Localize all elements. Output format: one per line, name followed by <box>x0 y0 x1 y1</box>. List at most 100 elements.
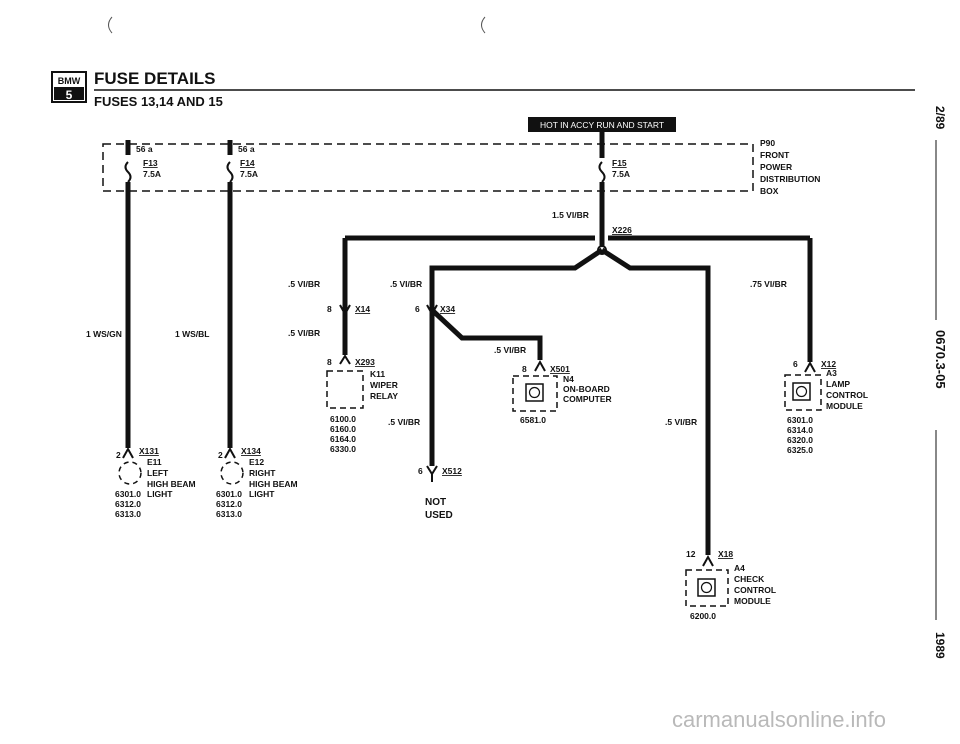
connector-x34-name: X34 <box>440 304 455 314</box>
power-box-line: DISTRIBUTION <box>760 174 820 184</box>
k11-wiper-relay-box <box>326 370 364 409</box>
wire-to-x501 <box>430 308 543 360</box>
lamp-icon <box>220 461 244 485</box>
a3-ref: 6320.0 <box>787 435 813 445</box>
k11-ref: 6160.0 <box>330 424 356 434</box>
e12-ref: 6313.0 <box>216 509 242 519</box>
not-used-label: NOT <box>425 497 446 508</box>
connector-x512-symbol <box>426 465 438 476</box>
connector-x131-name: X131 <box>139 446 159 456</box>
fuse-f15-rating: 7.5A <box>612 169 630 179</box>
connector-x14-symbol <box>339 304 351 317</box>
n4-on-board-computer-box <box>512 375 558 412</box>
wire-label: .5 VI/BR <box>288 328 320 338</box>
connector-x18-name: X18 <box>718 549 733 559</box>
connector-x512-name: X512 <box>442 466 462 476</box>
connector-x134-symbol <box>224 446 236 459</box>
n4-label: COMPUTER <box>563 394 612 404</box>
a4-label: A4 <box>734 563 745 573</box>
n4-label: N4 <box>563 374 574 384</box>
side-year: 1989 <box>933 632 947 659</box>
a3-lamp-control-module-box <box>784 374 822 411</box>
bmw-logo: BMW 5 <box>51 71 87 103</box>
a3-ref: 6314.0 <box>787 425 813 435</box>
power-distribution-box-outline <box>102 143 754 192</box>
k11-ref: 6164.0 <box>330 434 356 444</box>
e12-label: LIGHT <box>249 489 275 499</box>
fuse-f13-symbol <box>124 161 132 183</box>
side-page: 2/89 <box>933 106 947 130</box>
fuse-f13-pin: 56 a <box>136 144 153 154</box>
wire-label-1-5: 1.5 VI/BR <box>552 210 589 220</box>
e11-label: E11 <box>147 457 162 467</box>
k11-ref: 6100.0 <box>330 414 356 424</box>
e11-ref: 6313.0 <box>115 509 141 519</box>
scan-mark <box>108 16 113 34</box>
fuse-f15-name: F15 <box>612 158 627 168</box>
a4-check-control-module-box <box>685 569 729 607</box>
connector-x131-symbol <box>122 446 134 459</box>
connector-x12-name: X12 <box>821 359 836 369</box>
a3-ref: 6325.0 <box>787 445 813 455</box>
connector-x512-pin: 6 <box>418 466 423 476</box>
scan-mark <box>481 16 486 34</box>
a4-label: CONTROL <box>734 585 776 595</box>
a3-label: MODULE <box>826 401 863 411</box>
watermark: carmanualsonline.info <box>672 707 886 732</box>
fuse-f15-symbol <box>598 161 606 183</box>
connector-x293-pin: 8 <box>327 357 332 367</box>
lamp-icon <box>118 461 142 485</box>
e11-label: LIGHT <box>147 489 173 499</box>
e12-label: RIGHT <box>249 468 276 478</box>
wire-label-ws-bl: 1 WS/BL <box>175 329 209 339</box>
e11-ref: 6312.0 <box>115 499 141 509</box>
connector-x34-symbol <box>426 304 438 317</box>
wire-label: .5 VI/BR <box>388 417 420 427</box>
logo-text-top: BMW <box>58 76 81 86</box>
k11-label: K11 <box>370 369 385 379</box>
power-box-line: P90 <box>760 138 775 148</box>
connector-x18-symbol <box>702 554 714 567</box>
connector-x134-name: X134 <box>241 446 261 456</box>
e11-ref: 6301.0 <box>115 489 141 499</box>
e12-label: HIGH BEAM <box>249 479 298 489</box>
wire-label-ws-gn: 1 WS/GN <box>86 329 122 339</box>
hot-label: HOT IN ACCY RUN AND START <box>540 120 664 130</box>
fuse-f13-rating: 7.5A <box>143 169 161 179</box>
connector-x18-pin: 12 <box>686 549 696 559</box>
connector-x134-pin: 2 <box>218 450 223 460</box>
module-icon <box>792 382 811 401</box>
e12-label: E12 <box>249 457 264 467</box>
fuse-f14-rating: 7.5A <box>240 169 258 179</box>
a4-label: CHECK <box>734 574 765 584</box>
connector-x131-pin: 2 <box>116 450 121 460</box>
connector-x293-name: X293 <box>355 357 375 367</box>
fuse-f14-name: F14 <box>240 158 255 168</box>
power-box-label: P90 FRONT POWER DISTRIBUTION BOX <box>760 138 820 196</box>
a4-label: MODULE <box>734 596 771 606</box>
connector-x501-name: X501 <box>550 364 570 374</box>
connector-x14-name: X14 <box>355 304 370 314</box>
page-subtitle: FUSES 13,14 AND 15 <box>94 94 223 109</box>
module-icon <box>697 578 716 597</box>
k11-ref: 6330.0 <box>330 444 356 454</box>
power-box-line: BOX <box>760 186 779 196</box>
hot-banner <box>528 117 676 132</box>
connector-x34-pin: 6 <box>415 304 420 314</box>
fuse-f14-pin: 56 a <box>238 144 255 154</box>
e12-ref: 6312.0 <box>216 499 242 509</box>
wire-to-x34 <box>429 247 604 466</box>
connector-x501-symbol <box>534 359 546 372</box>
module-icon <box>528 386 541 399</box>
connector-x293-symbol <box>339 354 351 365</box>
a3-ref: 6301.0 <box>787 415 813 425</box>
wire-label: .5 VI/BR <box>665 417 697 427</box>
logo-text-bottom: 5 <box>66 88 73 102</box>
power-box-line: FRONT <box>760 150 790 160</box>
n4-label: ON-BOARD <box>563 384 610 394</box>
page-title: FUSE DETAILS <box>94 69 216 88</box>
a3-label: LAMP <box>826 379 850 389</box>
module-icon <box>700 581 713 594</box>
